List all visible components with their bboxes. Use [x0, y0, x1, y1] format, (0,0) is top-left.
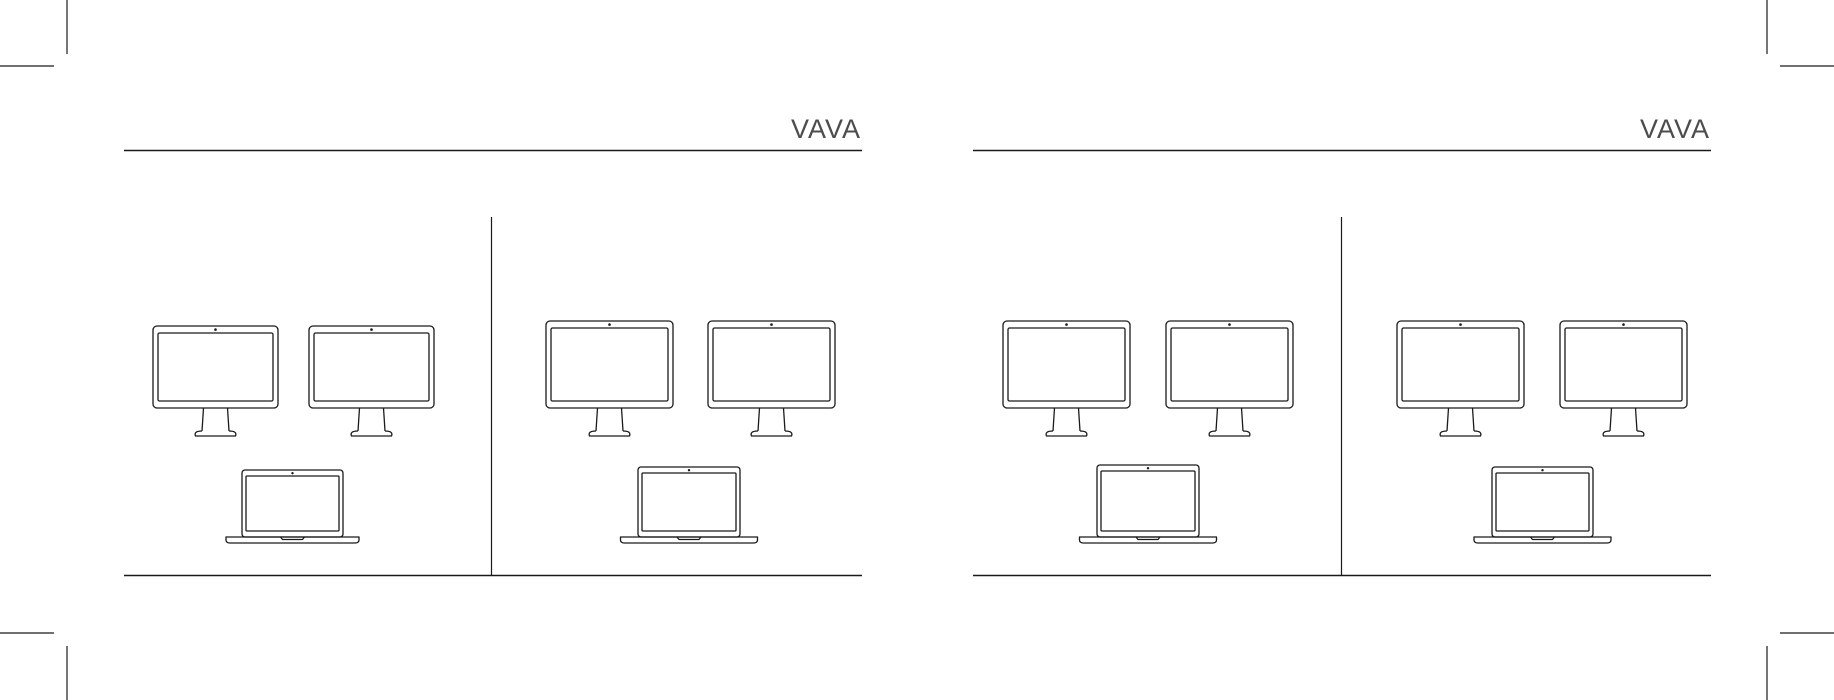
panel-4	[1397, 321, 1687, 543]
monitor-icon	[153, 326, 278, 436]
monitor-icon	[309, 326, 434, 436]
laptop-icon	[226, 470, 359, 543]
right-page: VAVA	[973, 114, 1711, 576]
brand-logo: VAVA	[1640, 114, 1710, 144]
monitor-icon	[708, 321, 835, 436]
device-illustrations	[153, 321, 1687, 543]
laptop-icon	[1080, 465, 1217, 543]
brand-logo: VAVA	[791, 114, 861, 144]
panel-3	[1003, 321, 1293, 543]
laptop-icon	[621, 467, 758, 543]
monitor-icon	[1003, 321, 1130, 436]
panel-2	[546, 321, 835, 543]
monitor-icon	[1166, 321, 1293, 436]
laptop-icon	[1474, 467, 1611, 543]
left-page: VAVA	[124, 114, 862, 576]
monitor-icon	[546, 321, 673, 436]
monitor-icon	[1560, 321, 1687, 436]
monitor-icon	[1397, 321, 1524, 436]
panel-1	[153, 326, 434, 543]
